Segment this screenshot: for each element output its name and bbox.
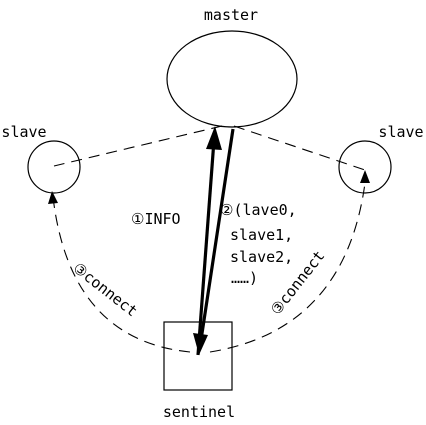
reply-label-line-4: ……) <box>231 269 258 287</box>
reply-arrow-line <box>199 128 235 341</box>
reply-label-line-3: slave2, <box>230 248 293 266</box>
slave-left-label: slave <box>1 123 46 141</box>
slave-right-label: slave <box>378 123 423 141</box>
slave-right-node <box>338 140 392 194</box>
replication-line-right <box>233 125 366 171</box>
master-label: master <box>204 6 258 24</box>
replication-line-left <box>53 125 223 167</box>
connect-arrowhead-left <box>48 191 58 204</box>
reply-arrowhead <box>193 333 208 355</box>
reply-label-line-2: slave1, <box>230 226 293 244</box>
sentinel-node <box>163 321 233 391</box>
connect-arc-left <box>52 196 191 353</box>
info-arrowhead <box>206 126 222 150</box>
sentinel-label: sentinel <box>163 403 235 421</box>
master-node <box>166 30 298 128</box>
connect-label-left: ③connect <box>70 259 142 320</box>
reply-label-line-1: ②(lave0, <box>220 201 297 219</box>
info-arrow-line <box>196 139 216 356</box>
slave-left-node <box>27 140 81 194</box>
info-label: ①INFO <box>131 210 181 228</box>
connect-arrowhead-right <box>360 170 370 183</box>
